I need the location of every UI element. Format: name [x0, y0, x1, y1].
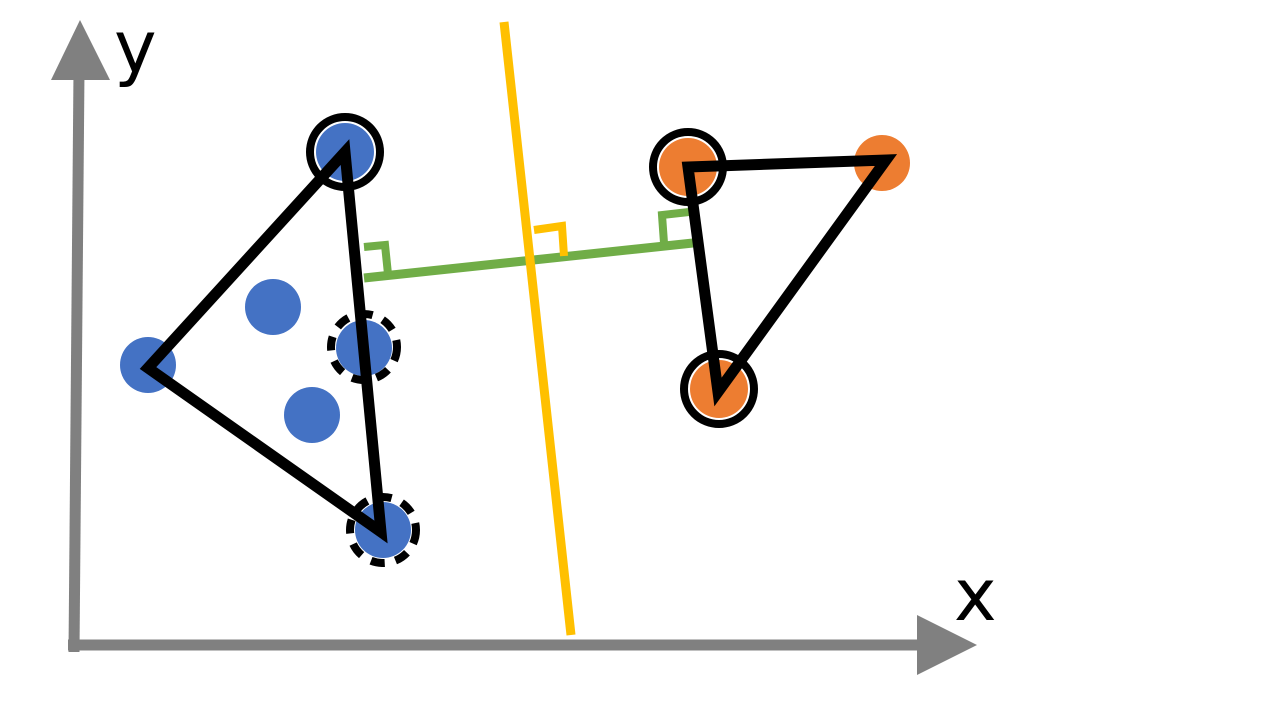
right-angle-icon — [363, 240, 392, 275]
right-angle-icon — [533, 221, 568, 257]
solid-ring-icon — [680, 350, 758, 428]
y-axis — [68, 69, 85, 653]
dashed-ring-icon — [346, 493, 420, 567]
y-axis-arrowhead-icon — [51, 20, 110, 80]
solid-ring-icon — [306, 113, 384, 191]
support-markers — [306, 113, 758, 428]
x-axis-label: x — [954, 553, 997, 637]
y-axis-label: y — [114, 5, 157, 89]
dashed-ring-icon — [327, 310, 401, 384]
axes: y x — [51, 5, 997, 675]
hulls — [139, 139, 898, 544]
class-a-hull — [139, 139, 388, 544]
separator — [499, 21, 576, 636]
class-a-point — [284, 387, 340, 443]
candidate-markers — [327, 310, 420, 567]
separating-line — [499, 21, 576, 636]
solid-ring-icon — [649, 128, 727, 206]
class-b-hull — [681, 154, 898, 407]
x-axis-arrowhead-icon — [917, 615, 977, 675]
right-angle-icon — [657, 208, 690, 244]
class-a-point — [245, 279, 301, 335]
